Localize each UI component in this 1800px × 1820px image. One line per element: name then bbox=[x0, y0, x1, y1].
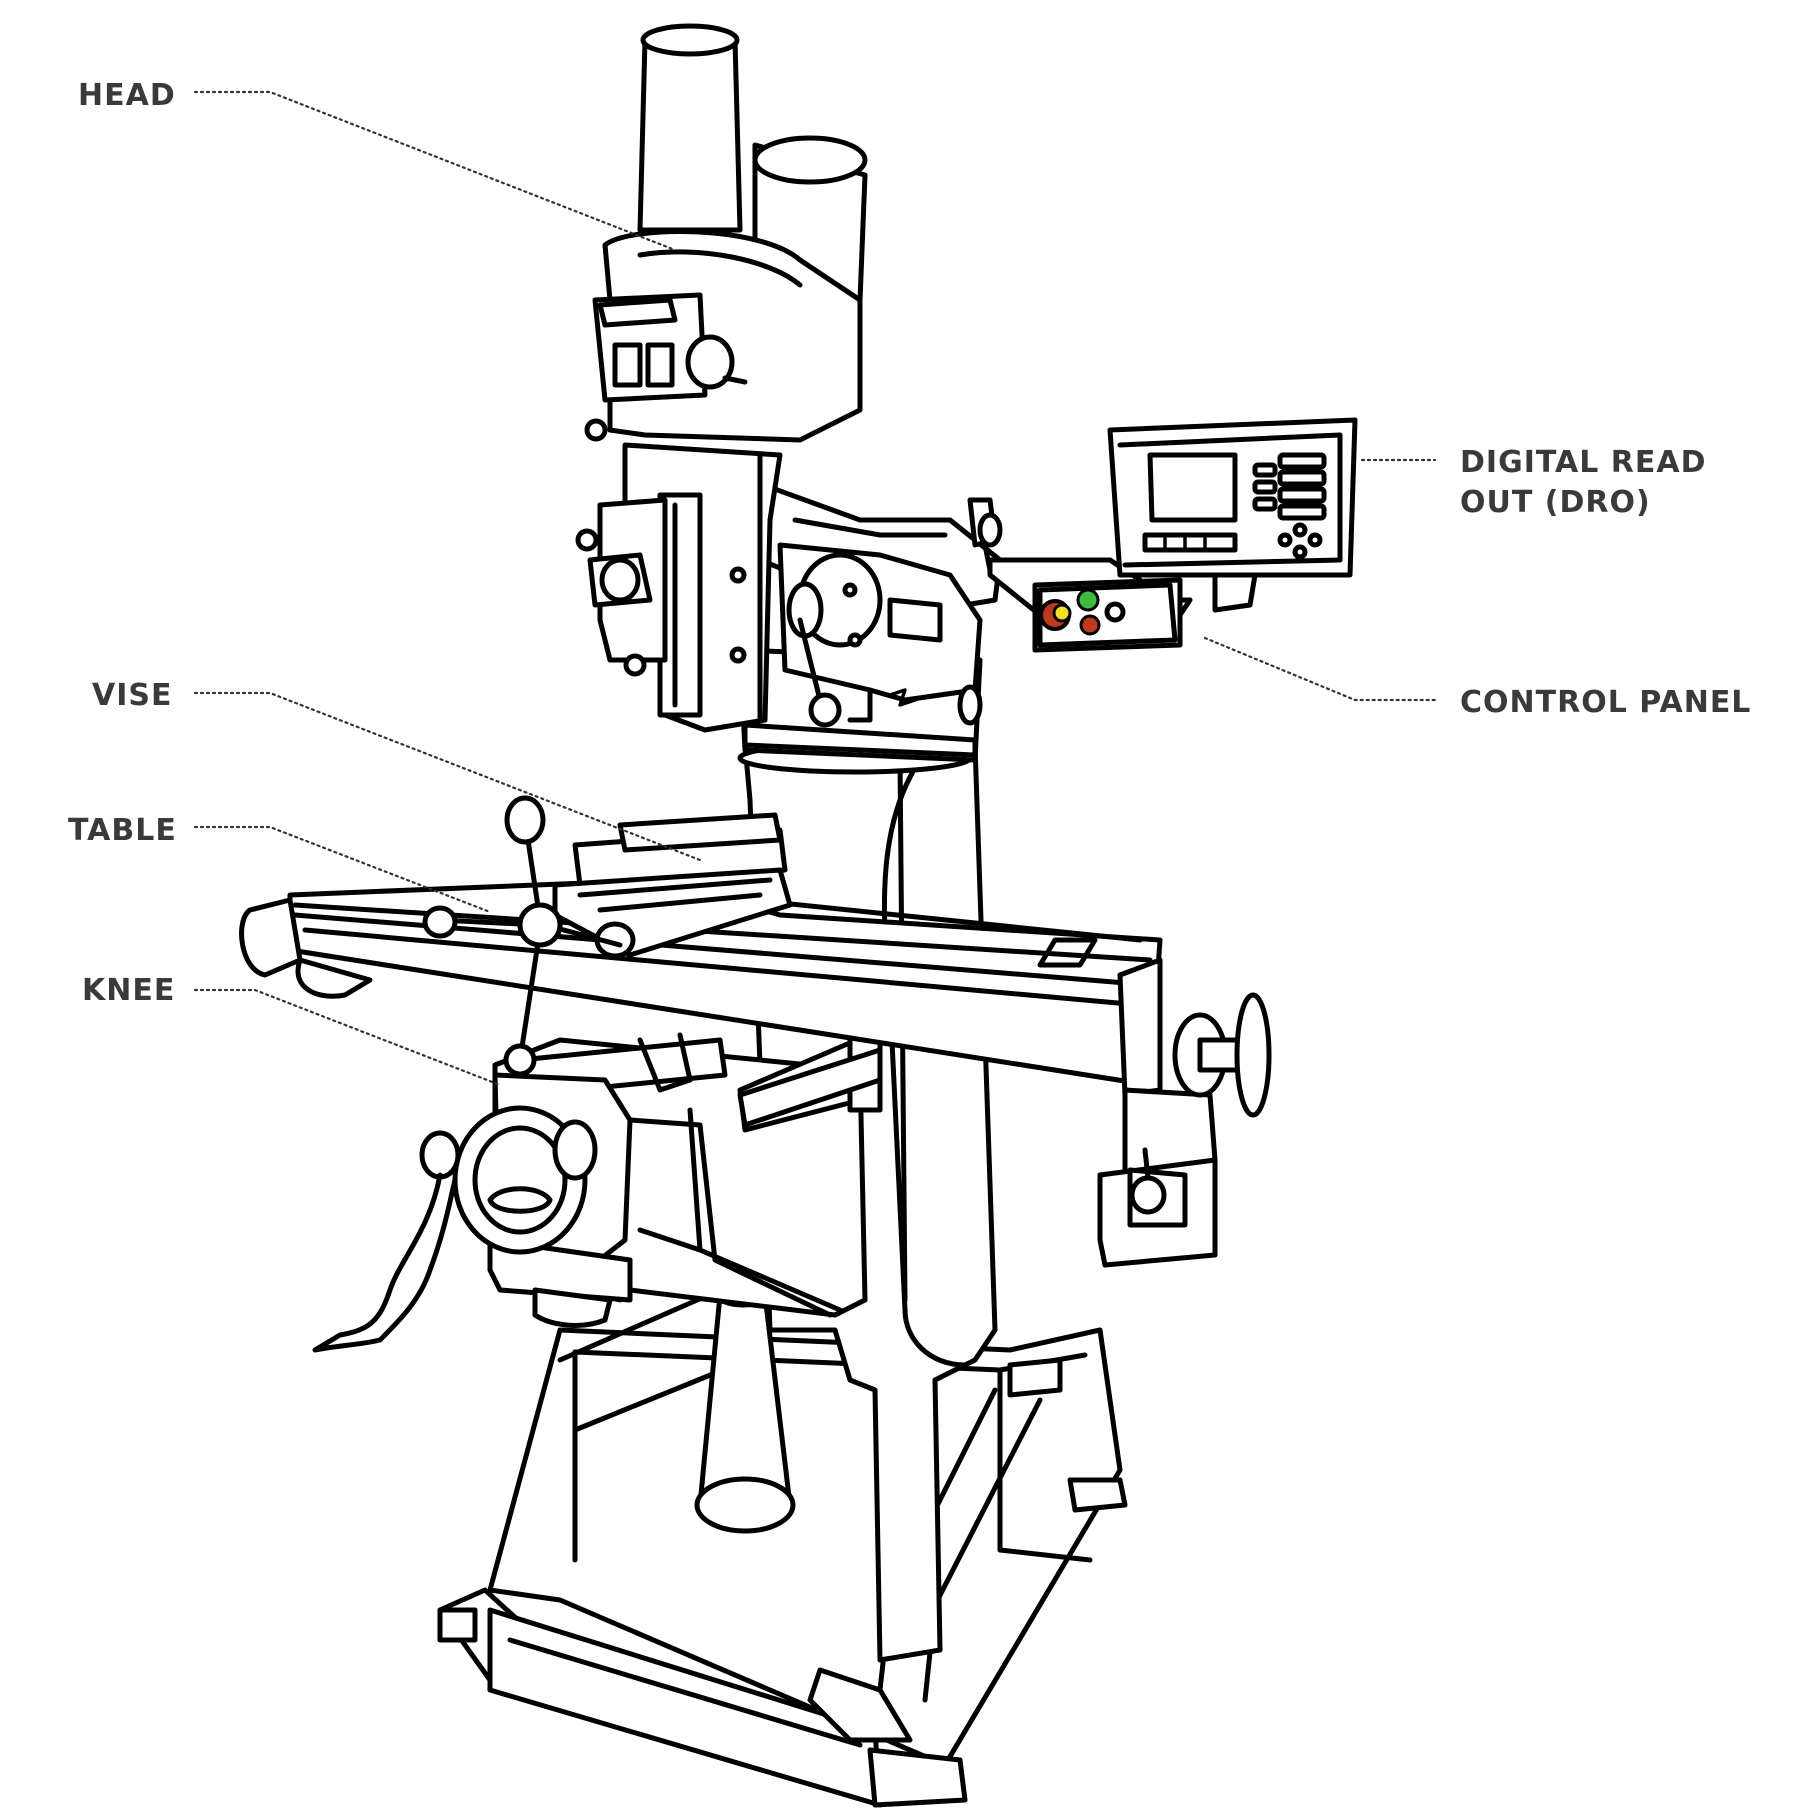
callout-vise: VISE bbox=[92, 678, 702, 862]
callout-knee: KNEE bbox=[82, 973, 502, 1087]
start-button-green bbox=[1076, 588, 1100, 612]
table-handwheel bbox=[422, 795, 623, 1077]
knee-crank-assembly bbox=[312, 1072, 633, 1353]
control-panel-unit bbox=[1032, 577, 1183, 653]
callout-table: TABLE bbox=[68, 813, 492, 914]
vise-body bbox=[552, 812, 793, 959]
label-vise: VISE bbox=[92, 678, 172, 713]
callout-dro: DIGITAL READ OUT (DRO) bbox=[1360, 445, 1706, 520]
machine-base bbox=[437, 1287, 1128, 1808]
label-dro-line2: OUT (DRO) bbox=[1460, 485, 1651, 520]
leader-vise bbox=[193, 691, 702, 862]
leader-control-panel bbox=[1203, 636, 1437, 702]
label-dro-line1: DIGITAL READ bbox=[1460, 445, 1706, 480]
label-control-panel: CONTROL PANEL bbox=[1460, 685, 1751, 720]
leader-knee bbox=[193, 988, 502, 1087]
stop-button-red bbox=[1079, 614, 1101, 636]
label-head: HEAD bbox=[78, 78, 176, 113]
button-yellow-ring bbox=[1052, 603, 1072, 623]
callout-head: HEAD bbox=[78, 78, 677, 252]
machine-illustration bbox=[239, 23, 1358, 1808]
head-body bbox=[575, 23, 983, 758]
elevating-screw-cone bbox=[694, 1282, 796, 1534]
label-table: TABLE bbox=[68, 813, 177, 848]
callout-control-panel: CONTROL PANEL bbox=[1203, 636, 1751, 720]
leader-head bbox=[193, 90, 677, 252]
leader-table bbox=[193, 825, 492, 914]
dro-keypad bbox=[1252, 452, 1327, 560]
label-knee: KNEE bbox=[82, 973, 175, 1008]
